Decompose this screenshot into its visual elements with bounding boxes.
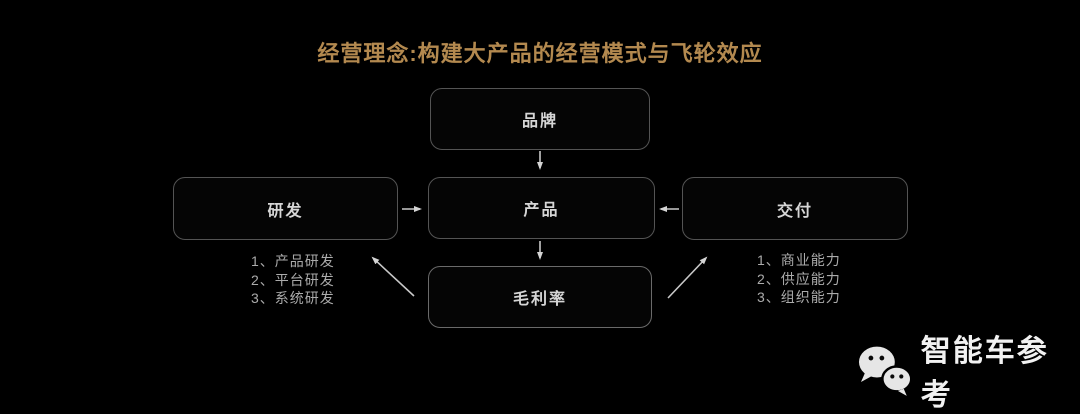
node-rd: 研发 (173, 177, 398, 240)
node-brand-label: 品牌 (521, 113, 558, 130)
node-brand: 品牌 (430, 88, 650, 150)
diagram-title: 经营理念:构建大产品的经营模式与飞轮效应 (317, 41, 763, 66)
watermark: 智能车参考 (855, 326, 1080, 414)
list-item: 2、平台研发 (251, 271, 335, 288)
node-margin-label: 毛利率 (512, 291, 567, 308)
arrow-margin-to-rd (371, 256, 415, 297)
list-item: 3、系统研发 (251, 290, 335, 306)
list-item: 2、供应能力 (757, 270, 841, 287)
node-delivery-label: 交付 (776, 202, 813, 220)
watermark-label: 智能车参考 (920, 335, 1049, 412)
list-item: 3、组织能力 (757, 289, 841, 305)
node-margin: 毛利率 (428, 266, 652, 328)
node-product-label: 产品 (523, 202, 560, 219)
arrow-margin-to-delivery (667, 256, 708, 299)
wechat-icon (858, 346, 913, 396)
node-product: 产品 (428, 177, 655, 239)
node-delivery: 交付 (682, 177, 908, 240)
delivery-detail-list: 1、商业能力 2、供应能力 3、组织能力 (757, 251, 841, 307)
rd-detail-list: 1、产品研发 2、平台研发 3、系统研发 (251, 252, 335, 308)
list-item: 1、产品研发 (251, 253, 335, 269)
node-rd-label: 研发 (267, 202, 304, 220)
list-item: 1、商业能力 (757, 252, 841, 268)
